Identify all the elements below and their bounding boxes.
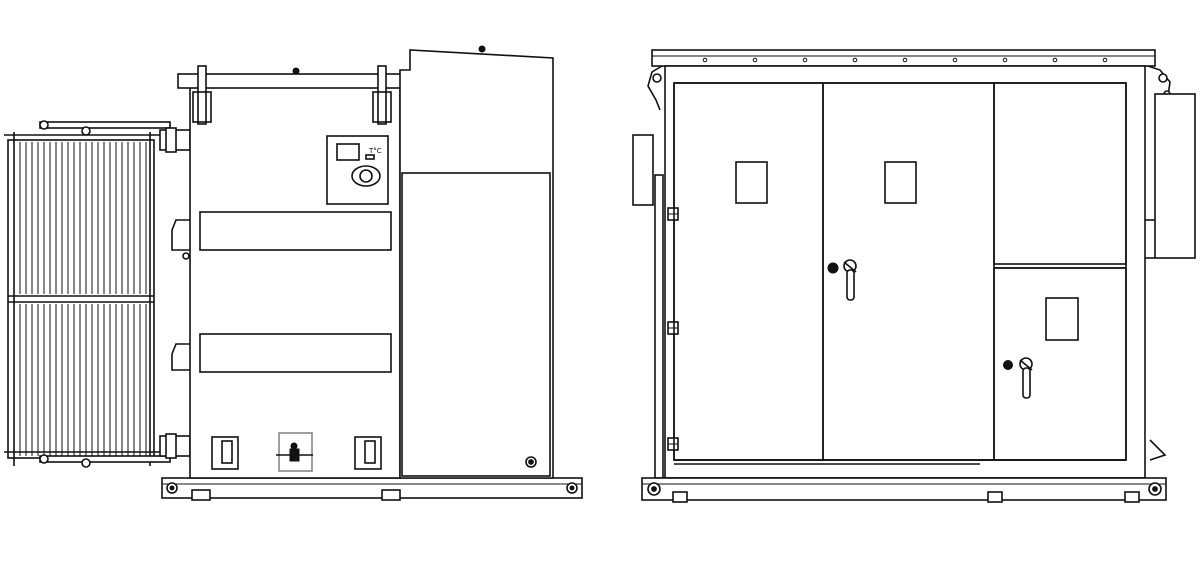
enclosure-body	[664, 65, 1146, 479]
roof-bolt-icon	[902, 57, 908, 63]
switch-cabinet	[399, 45, 554, 479]
door-handle-icon	[1003, 357, 1033, 399]
radiator	[4, 120, 191, 468]
controller-label: T°C	[368, 147, 382, 155]
roof-bolt-icon	[952, 57, 958, 63]
roof-bolt-icon	[852, 57, 858, 63]
roof-bolt-icon	[1002, 57, 1008, 63]
temperature-controller: T°C	[326, 135, 389, 205]
inspection-window	[1045, 297, 1079, 341]
door-handle-icon	[827, 259, 857, 301]
cooling-panel	[199, 333, 392, 373]
inspection-window	[735, 161, 768, 204]
front-view	[632, 49, 1196, 503]
transformer-tank: T°C	[171, 65, 405, 479]
roof-bolt-icon	[802, 57, 808, 63]
control-knob-icon	[351, 165, 381, 187]
base-skid	[161, 477, 583, 501]
cooling-panel	[199, 211, 392, 251]
side-view: T°C	[4, 45, 583, 501]
base-frame	[641, 477, 1167, 503]
cabinet-door	[401, 172, 551, 477]
display-screen	[336, 143, 360, 161]
door-right-lower	[993, 267, 1127, 461]
roof-bolt-icon	[1052, 57, 1058, 63]
drain-valve-outline	[278, 432, 313, 472]
roof-bolt-icon	[702, 57, 708, 63]
inspection-window	[884, 161, 917, 204]
roof-bolt-icon	[752, 57, 758, 63]
roof-bolt-icon	[1102, 57, 1108, 63]
